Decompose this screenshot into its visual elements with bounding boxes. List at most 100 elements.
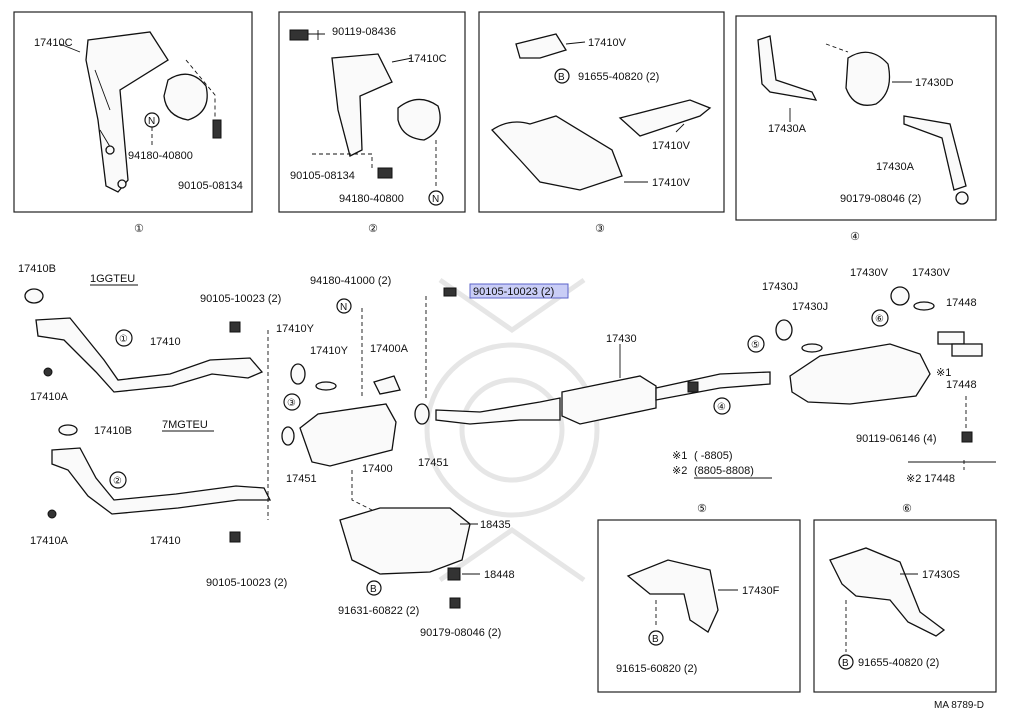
- panel-6: ⑥ 17430S B 91655-40820 (2): [813, 503, 997, 693]
- label-90105-highlighted[interactable]: 90105-10023 (2): [473, 286, 554, 298]
- svg-text:B: B: [842, 658, 849, 669]
- p2-heat-insulator-shape: [331, 53, 393, 157]
- p4-cushion-shape: [845, 51, 891, 106]
- label-17451-right: 17451: [418, 457, 449, 469]
- p2-label-1: 90119-08436: [332, 26, 396, 38]
- tail-muffler: [789, 343, 931, 405]
- ref-1-marker: ①: [115, 329, 133, 347]
- panel-3-frame: [478, 11, 725, 213]
- panel-6-frame: [813, 519, 997, 693]
- svg-text:①: ①: [119, 334, 128, 345]
- ref-3-marker: ③: [283, 393, 301, 411]
- label-17410-top: 17410: [150, 336, 181, 348]
- label-17410b-bottom: 17410B: [94, 425, 132, 437]
- ref-2-marker: ②: [109, 471, 127, 489]
- p3-label-2: 91655-40820 (2): [578, 71, 659, 83]
- label-17448-top: 17448: [946, 297, 977, 309]
- svg-text:③: ③: [287, 398, 296, 409]
- p4-label-2: 17430A: [768, 123, 807, 135]
- front-pipe-2: [51, 447, 272, 515]
- panel-5-frame: [597, 519, 801, 693]
- label-17400: 17400: [362, 463, 393, 475]
- main-marker-b: B: [366, 580, 382, 596]
- p5-bracket-shape: [626, 559, 719, 633]
- footer-code: MA 8789-D: [934, 700, 984, 711]
- p2-number: ②: [368, 223, 378, 235]
- ref-5-marker: ⑤: [747, 335, 765, 353]
- p6-bracket-shape: [829, 547, 946, 637]
- front-pipe-1: [35, 317, 264, 393]
- p6-label-2: 91655-40820 (2): [858, 657, 939, 669]
- p2-clamp-shape: [397, 98, 441, 141]
- svg-text:B: B: [558, 72, 565, 83]
- svg-text:②: ②: [113, 476, 122, 487]
- label-17448-bottom: ※2 17448: [906, 473, 955, 485]
- label-90179-main: 90179-08046 (2): [420, 627, 501, 639]
- ref-6-marker: ⑥: [871, 309, 889, 327]
- p5-marker-b: B: [648, 630, 664, 646]
- p1-label-2: 94180-40800: [128, 150, 193, 162]
- main-muffler: [561, 375, 657, 425]
- label-17430j-2: 17430J: [792, 301, 828, 313]
- p2-marker-n: N: [428, 190, 444, 206]
- label-17430j-1: 17430J: [762, 281, 798, 293]
- p4-label-3: 17430A: [876, 161, 915, 173]
- p2-label-3: 90105-08134: [290, 170, 355, 182]
- svg-text:( -8805): ( -8805): [694, 450, 733, 462]
- catalytic-converter: [299, 403, 397, 467]
- label-90105-top: 90105-10023 (2): [200, 293, 281, 305]
- p4-number: ④: [850, 231, 860, 243]
- label-17430: 17430: [606, 333, 637, 345]
- ref-4-marker: ④: [713, 397, 731, 415]
- svg-text:N: N: [148, 116, 155, 127]
- label-17451-left: 17451: [286, 473, 317, 485]
- p2-label-4: 94180-40800: [339, 193, 404, 205]
- note-1: ※1 ( -8805): [672, 450, 733, 462]
- svg-text:⑤: ⑤: [751, 340, 760, 351]
- tail-tip-1: [937, 331, 965, 345]
- label-17410a-top: 17410A: [30, 391, 69, 403]
- p5-number: ⑤: [697, 503, 707, 515]
- label-91631: 91631-60822 (2): [338, 605, 419, 617]
- engine-label-7mgteu: 7MGTEU: [162, 419, 208, 431]
- p4-label-4: 90179-08046 (2): [840, 193, 921, 205]
- label-17430v-2: 17430V: [912, 267, 951, 279]
- p5-label-2: 91615-60820 (2): [616, 663, 697, 675]
- label-18435: 18435: [480, 519, 511, 531]
- label-17410-bottom: 17410: [150, 535, 181, 547]
- label-17410y-2: 17410Y: [310, 345, 349, 357]
- label-17410a-bottom: 17410A: [30, 535, 69, 547]
- note-2: ※2 (8805-8808): [672, 465, 754, 477]
- p3-marker-b: B: [554, 68, 570, 84]
- panel-2: 90119-08436 17410C 90105-08134 94180-408…: [278, 11, 466, 235]
- center-pipe: [435, 397, 561, 425]
- watermark: [424, 277, 600, 583]
- clamp-shape: [163, 73, 208, 121]
- svg-text:※1: ※1: [672, 450, 687, 462]
- tail-pipe-front: [655, 371, 771, 401]
- svg-text:B: B: [652, 634, 659, 645]
- panel-4: 17430D 17430A 17430A 90179-08046 (2) ④: [735, 15, 997, 243]
- label-17400a: 17400A: [370, 343, 409, 355]
- tail-tip-2: [951, 343, 983, 357]
- svg-text:N: N: [340, 302, 347, 313]
- gasket-17410b-top: [24, 288, 44, 304]
- note-mark-1: ※1: [936, 367, 951, 379]
- label-17410y-1: 17410Y: [276, 323, 315, 335]
- panel-4-frame: [735, 15, 997, 221]
- panel-1-frame: [13, 11, 253, 213]
- p4-hanger-2-shape: [903, 115, 967, 191]
- p3-bracket-shape: [515, 33, 567, 59]
- p1-number: ①: [134, 223, 144, 235]
- svg-text:N: N: [432, 194, 439, 205]
- p3-insulator-shape: [491, 115, 623, 191]
- panel-5: ⑤ 17430F B 91615-60820 (2): [597, 503, 801, 693]
- p4-hanger-shape: [757, 35, 818, 101]
- panel-1: 17410C N 94180-40800 90105-08134 ①: [13, 11, 253, 235]
- highlighted-part-box[interactable]: [469, 283, 569, 299]
- main-assembly: 17410B 1GGTEU ① 17410 90105-10023 (2) 17…: [18, 263, 996, 639]
- svg-text:※2: ※2: [672, 465, 687, 477]
- p1-label-1: 17410C: [34, 37, 73, 49]
